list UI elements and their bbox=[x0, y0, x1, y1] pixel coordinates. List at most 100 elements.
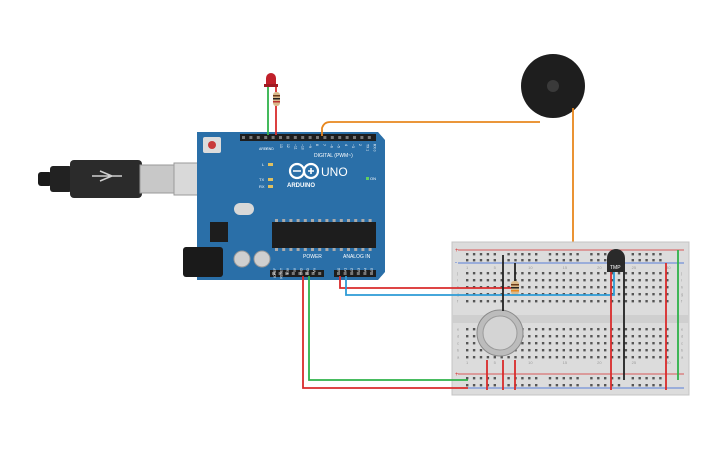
rail-hole bbox=[652, 384, 655, 387]
bb-hole bbox=[569, 286, 572, 289]
bb-hole bbox=[521, 279, 524, 282]
rail-hole bbox=[631, 259, 634, 262]
bb-hole bbox=[604, 272, 607, 275]
bb-hole bbox=[466, 272, 469, 275]
row-letter: i bbox=[457, 278, 458, 283]
bb-hole bbox=[638, 335, 641, 338]
header-hole bbox=[256, 136, 260, 139]
chip-pin bbox=[296, 248, 300, 251]
bb-hole bbox=[624, 293, 628, 296]
bb-hole bbox=[555, 356, 559, 359]
bb-hole bbox=[604, 335, 607, 338]
bb-hole bbox=[541, 356, 545, 359]
chip-pin bbox=[275, 248, 278, 251]
bb-hole bbox=[617, 349, 621, 352]
rail-hole bbox=[652, 253, 655, 256]
header-hole bbox=[249, 136, 253, 139]
bb-hole bbox=[576, 356, 579, 359]
bb-hole bbox=[659, 349, 662, 352]
chip-pin bbox=[289, 219, 293, 222]
bb-hole bbox=[583, 356, 586, 359]
bb-hole bbox=[493, 272, 496, 275]
bb-hole bbox=[562, 286, 565, 289]
power-jack bbox=[183, 247, 223, 277]
bb-hole bbox=[521, 342, 524, 345]
analog-label: ANALOG IN bbox=[343, 254, 371, 260]
chip-pin bbox=[289, 248, 293, 251]
power-pin-label: 5V bbox=[293, 267, 297, 272]
header-hole bbox=[370, 272, 373, 275]
bb-hole bbox=[590, 328, 593, 331]
bb-hole bbox=[666, 286, 669, 289]
bb-hole bbox=[659, 335, 662, 338]
chip-pin bbox=[354, 219, 358, 222]
row-letter: d bbox=[457, 334, 459, 339]
digital-pin-label: ~11 bbox=[293, 144, 297, 150]
bb-hole bbox=[652, 356, 655, 359]
led-l-label: L bbox=[262, 162, 265, 167]
col-number: 10 bbox=[528, 360, 533, 365]
bb-hole bbox=[548, 300, 552, 303]
bb-hole bbox=[652, 293, 655, 296]
rail-hole bbox=[466, 259, 469, 262]
bb-hole bbox=[562, 300, 565, 303]
bb-hole bbox=[479, 356, 483, 359]
chip-pin bbox=[339, 248, 343, 251]
header-hole bbox=[278, 272, 282, 275]
header-hole bbox=[337, 272, 340, 275]
bb-hole bbox=[535, 349, 538, 352]
bb-hole bbox=[597, 349, 600, 352]
rail-hole bbox=[659, 259, 662, 262]
bb-hole bbox=[514, 356, 517, 359]
bb-hole bbox=[535, 272, 538, 275]
chip-pin bbox=[332, 248, 336, 251]
bb-hole bbox=[562, 328, 565, 331]
header-hole bbox=[311, 272, 315, 275]
bb-hole bbox=[528, 279, 531, 282]
bb-hole bbox=[486, 356, 490, 359]
wire-gnd-green bbox=[308, 276, 468, 381]
bb-hole bbox=[604, 286, 607, 289]
bb-hole bbox=[472, 356, 476, 359]
bb-hole bbox=[521, 300, 524, 303]
bb-hole bbox=[604, 328, 607, 331]
digital-pin-label: 4 bbox=[344, 144, 348, 146]
bb-hole bbox=[645, 300, 648, 303]
rail-hole bbox=[514, 259, 517, 262]
bb-hole bbox=[659, 293, 662, 296]
header-hole bbox=[330, 136, 334, 139]
on-label: ON bbox=[370, 176, 376, 181]
bb-hole bbox=[597, 342, 600, 345]
header-hole bbox=[305, 272, 308, 275]
header-hole bbox=[343, 272, 347, 275]
bb-hole bbox=[562, 342, 565, 345]
bb-hole bbox=[528, 300, 531, 303]
header-hole bbox=[272, 272, 275, 275]
bb-hole bbox=[590, 335, 593, 338]
piezo-buzzer bbox=[521, 54, 585, 118]
rail-hole bbox=[576, 253, 579, 256]
bb-hole bbox=[541, 342, 545, 345]
rail-hole bbox=[521, 384, 524, 387]
rail-hole bbox=[521, 377, 524, 380]
rail-hole bbox=[604, 384, 607, 387]
bb-hole bbox=[652, 328, 655, 331]
row-letter: d bbox=[681, 334, 683, 339]
header-hole bbox=[360, 136, 364, 139]
bb-hole bbox=[631, 356, 634, 359]
bb-hole bbox=[624, 279, 628, 282]
bb-hole bbox=[472, 349, 476, 352]
bb-hole bbox=[624, 286, 628, 289]
bb-hole bbox=[528, 328, 531, 331]
bb-hole bbox=[617, 335, 621, 338]
bb-hole bbox=[659, 286, 662, 289]
bb-hole bbox=[624, 328, 628, 331]
header-hole bbox=[298, 272, 302, 275]
bb-hole bbox=[472, 272, 476, 275]
bb-hole bbox=[548, 272, 552, 275]
header-hole bbox=[286, 136, 290, 139]
bb-hole bbox=[555, 272, 559, 275]
rail-hole bbox=[486, 384, 490, 387]
bb-hole bbox=[652, 342, 655, 345]
